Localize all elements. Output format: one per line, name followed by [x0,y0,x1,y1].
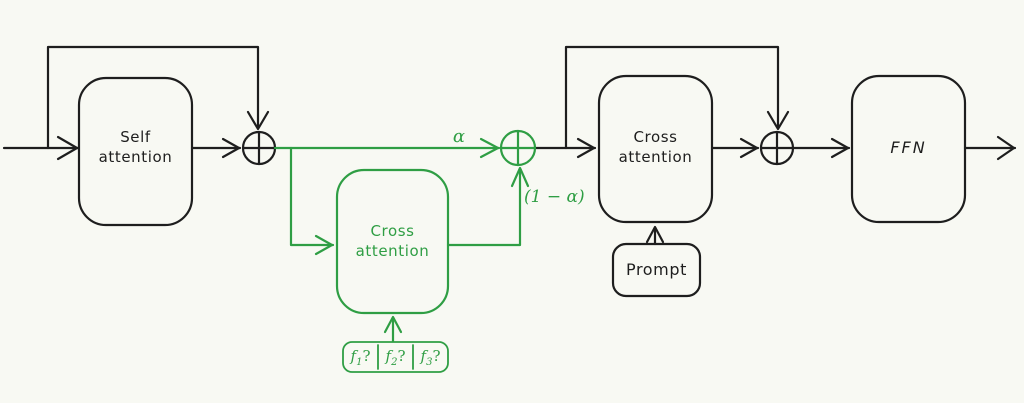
self-attention-to-add-arrow [190,137,242,159]
cross-attention-to-add-arrow [710,137,760,159]
one-minus-alpha-scaled-arrow [446,166,530,247]
alpha-scaled-arrow [273,137,501,159]
gated-sum-operator-icon [499,129,537,167]
self-attention-label: Self attention [98,128,173,166]
prompt-to-cross-attention-arrow [645,225,665,246]
ffn-label: FFN [890,138,927,157]
add-operator-1-icon [241,130,277,166]
prompt-cross-attention-label: Cross attention [618,128,693,166]
residual-skip-1 [46,45,270,150]
one-minus-alpha-gate-label: (1 − α) [524,187,585,207]
add-operator-2-icon [759,130,795,166]
output-arrow [963,135,1017,161]
input-arrow [2,135,80,161]
adapter-cross-attention-box [335,168,450,315]
features-box [342,341,449,373]
self-attention-box [77,76,194,227]
prompt-label: Prompt [626,260,687,279]
add-to-ffn-arrow [791,137,851,159]
feature-3-label: f3? [420,346,441,368]
alpha-gate-label: α [452,126,466,147]
branch-to-adapter-arrow [289,146,335,256]
prompt-box [611,242,702,298]
feature-2-label: f2? [385,346,406,368]
feature-labels: f1? f2? f3? [343,342,448,372]
residual-skip-2 [564,45,790,150]
adapter-cross-attention-label: Cross attention [355,222,430,260]
feature-1-label: f1? [350,346,371,368]
features-to-adapter-arrow [383,315,403,343]
